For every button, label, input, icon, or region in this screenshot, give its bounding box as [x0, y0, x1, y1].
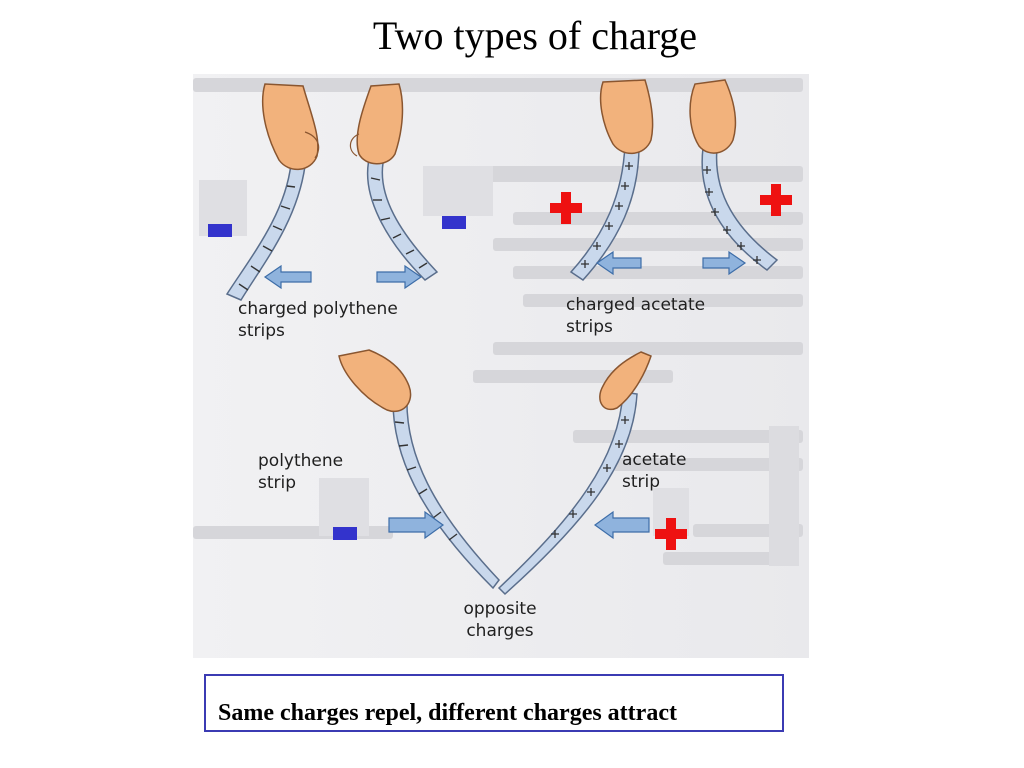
slide-title: Two types of charge — [372, 13, 698, 58]
label-charged-polythene-strips: charged polythene strips — [238, 299, 398, 341]
summary-box: Same charges repel, different charges at… — [204, 674, 784, 732]
positive-charge-icon — [550, 192, 582, 224]
negative-charge-icon — [333, 527, 357, 540]
label-opposite-charges: opposite charges — [463, 599, 537, 641]
label-charged-acetate-strips: charged acetate strips — [566, 295, 706, 337]
attraction-figure — [338, 349, 652, 596]
positive-charge-icon — [655, 518, 687, 550]
negative-charge-icon — [442, 216, 466, 229]
polythene-pair-figure — [225, 83, 439, 301]
label-polythene-strip: polythene strip — [258, 451, 344, 493]
textbook-illustration — [193, 74, 809, 658]
label-acetate-strip: acetate strip — [622, 450, 687, 492]
negative-charge-icon — [208, 224, 232, 237]
positive-charge-icon — [760, 184, 792, 216]
acetate-pair-figure — [569, 79, 779, 281]
summary-text: Same charges repel, different charges at… — [218, 700, 677, 726]
